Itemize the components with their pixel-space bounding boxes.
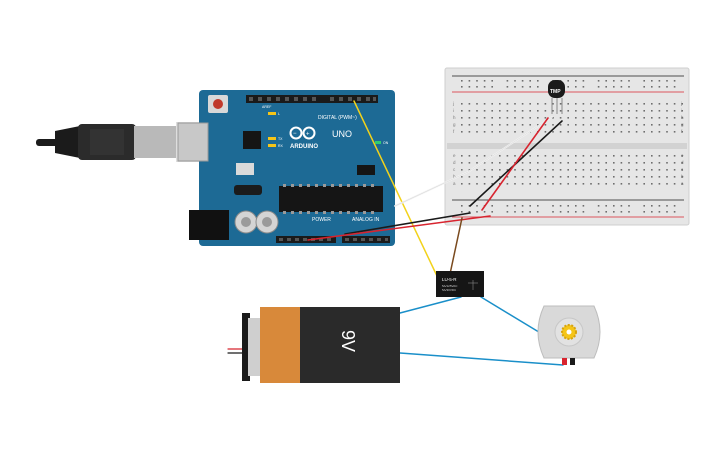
wire-blue-1 xyxy=(399,296,462,314)
aref-label: AREF xyxy=(262,105,271,109)
temperature-sensor[interactable]: TMP xyxy=(548,80,565,114)
relay-rating-1: 5A/125VAC xyxy=(442,284,458,288)
breadboard-row-letter: c xyxy=(453,167,456,172)
svg-text:+: + xyxy=(306,132,310,138)
model-label: UNO xyxy=(332,129,352,139)
breadboard-row-letter: f xyxy=(453,129,455,134)
svg-text:−: − xyxy=(293,131,297,137)
digital-pwm-label: DIGITAL (PWM~) xyxy=(318,115,357,121)
breadboard-row-letter: i xyxy=(453,108,454,113)
wire-red-1 xyxy=(307,215,491,241)
arduino-logo: − + xyxy=(289,126,316,140)
breadboard-row-letter: a xyxy=(681,181,684,186)
wire-blue-3 xyxy=(399,352,564,366)
breadboard-row-letter: g xyxy=(681,122,684,127)
l-label: L xyxy=(278,112,280,116)
relay-rating-2: 5A/30VDC xyxy=(442,288,457,292)
arduino-uno-board[interactable]: DIGITAL (PWM~) AREF − + ARDUINO UNO L TX… xyxy=(177,90,395,246)
dc-motor[interactable] xyxy=(537,305,601,365)
battery-9v[interactable]: 9V xyxy=(242,307,400,383)
breadboard-row-letter: h xyxy=(681,115,684,120)
power-jack xyxy=(189,210,229,240)
on-label: ON xyxy=(383,141,389,145)
breadboard-row-letter: c xyxy=(681,167,684,172)
breadboard-row-letter: d xyxy=(453,160,456,165)
breadboard-row-letter: d xyxy=(681,160,684,165)
breadboard-row-letter: f xyxy=(681,129,683,134)
breadboard-row-letter: e xyxy=(681,153,684,158)
breadboard-row-letter: a xyxy=(453,181,456,186)
tx-label: TX xyxy=(278,137,283,141)
atmega-chip xyxy=(279,186,383,212)
breadboard-row-letter: g xyxy=(453,122,456,127)
power-label: POWER xyxy=(312,217,331,223)
wire-yellow xyxy=(353,100,438,277)
breadboard-row-letter: i xyxy=(681,108,682,113)
wire-brown xyxy=(449,217,463,275)
breadboard-row-letter: e xyxy=(453,153,456,158)
breadboard-row-letter: h xyxy=(453,115,456,120)
analog-header[interactable] xyxy=(342,236,390,243)
breadboard-row-letter: b xyxy=(681,174,684,179)
wire-black-1 xyxy=(344,212,471,235)
breadboard-row-letter: b xyxy=(453,174,456,179)
rx-label: RX xyxy=(278,144,284,148)
breadboard-row-letter: j xyxy=(680,101,682,106)
analog-label: ANALOG IN xyxy=(352,217,380,223)
sensor-label: TMP xyxy=(550,89,561,95)
brand-label: ARDUINO xyxy=(290,144,318,150)
relay-model: LU-5-R xyxy=(442,277,457,282)
battery-label: 9V xyxy=(338,330,358,352)
relay[interactable]: LU-5-R 5A/125VAC 5A/30VDC xyxy=(436,271,484,297)
wire-red-2 xyxy=(481,117,549,211)
breadboard-row-letter: j xyxy=(452,101,454,106)
